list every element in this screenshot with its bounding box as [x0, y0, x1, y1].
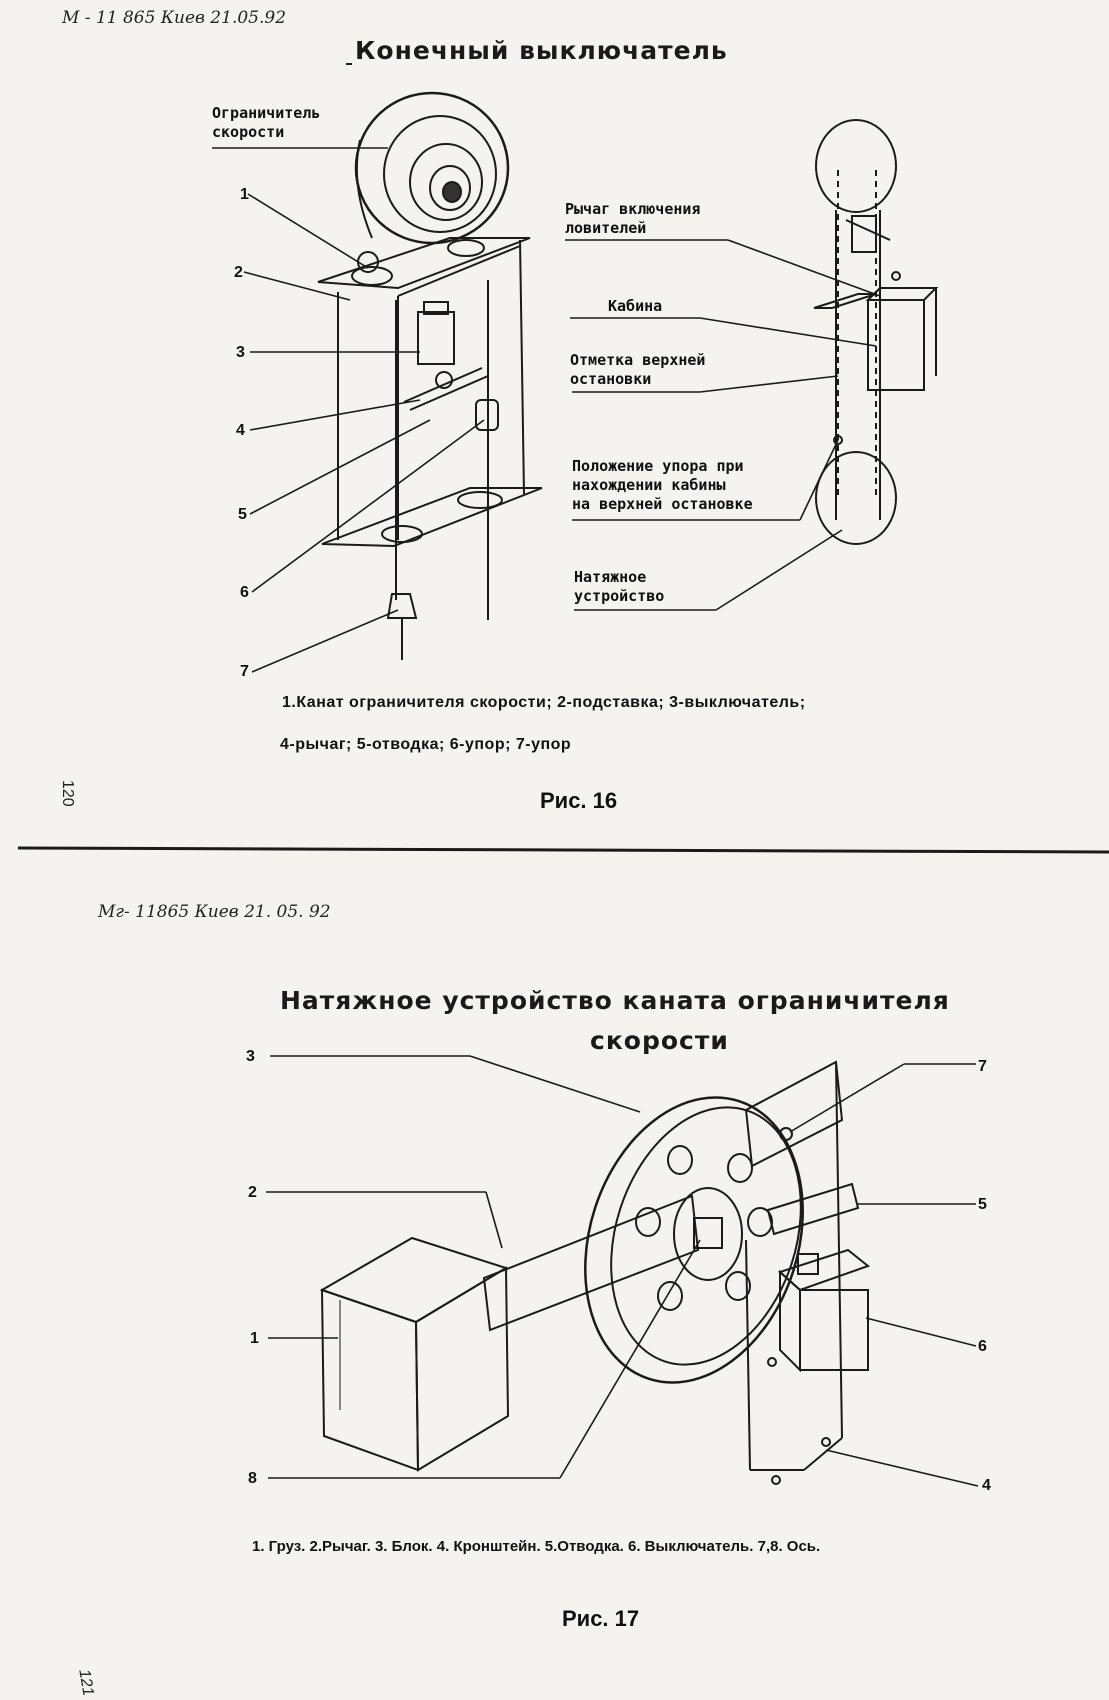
speed-limiter-pulley: [354, 91, 510, 245]
label-lever: Рычаг включения ловителей: [565, 200, 701, 237]
caption-line-1: 1.Канат ограничителя скорости; 2-подстав…: [282, 694, 806, 711]
page-title-2-line2: скорости: [590, 1026, 729, 1055]
weight-block: [319, 1236, 510, 1472]
page-title-2: Натяжное устройство каната ограничителя: [280, 986, 950, 1015]
lever-arm: [482, 1194, 700, 1332]
handwritten-reference: М - 11 865 Киев 21.05.92: [62, 8, 287, 28]
callout2-7: 7: [978, 1058, 987, 1075]
leader-lines-fig17: [266, 1055, 979, 1487]
switch-box: [778, 1248, 871, 1373]
callout-4: 4: [236, 422, 245, 439]
callout2-5: 5: [978, 1196, 987, 1213]
page-title: Конечный выключатель: [355, 36, 728, 65]
caption-line-2: 4-рычаг; 5-отводка; 6-упор; 7-упор: [280, 736, 572, 753]
guide-bar: [766, 1182, 860, 1236]
figure-label-16: Рис. 16: [540, 788, 618, 813]
label-tension-device: Натяжное устройство: [574, 568, 665, 605]
label-stop-position: Положение упора при нахождении кабины на…: [572, 457, 753, 513]
callout2-3: 3: [246, 1048, 255, 1065]
page-divider: [17, 846, 1109, 854]
callout-3: 3: [236, 344, 245, 361]
limiter-stand: [317, 237, 543, 548]
label-cabin: Кабина: [608, 297, 663, 315]
handwritten-reference-2: Мг- 11865 Киев 21. 05. 92: [98, 902, 331, 922]
callout-7: 7: [240, 663, 249, 680]
callout-6: 6: [240, 584, 249, 601]
lever-and-stops: [386, 280, 499, 660]
limit-switch-box: [417, 301, 455, 365]
callout2-2: 2: [248, 1184, 257, 1201]
leader-lines-left: [212, 147, 485, 673]
label-top-stop-mark: Отметка верхней остановки: [570, 351, 706, 388]
callout2-6: 6: [978, 1338, 987, 1355]
figure-label-17: Рис. 17: [562, 1606, 640, 1631]
callout-1: 1: [240, 186, 249, 203]
callout2-8: 8: [248, 1470, 257, 1487]
bracket-plate: [744, 1060, 844, 1485]
pulley-block: [584, 1096, 804, 1384]
leader-lines-right: [565, 239, 881, 611]
callout2-4: 4: [982, 1477, 991, 1494]
shaft-schematic: [813, 119, 939, 545]
callout2-1: 1: [250, 1330, 259, 1347]
caption-2: 1. Груз. 2.Рычаг. 3. Блок. 4. Кронштейн.…: [252, 1538, 821, 1555]
callout-2: 2: [234, 264, 243, 281]
callout-5: 5: [238, 506, 247, 523]
label-speed-limiter: Ограничитель скорости: [212, 104, 321, 141]
